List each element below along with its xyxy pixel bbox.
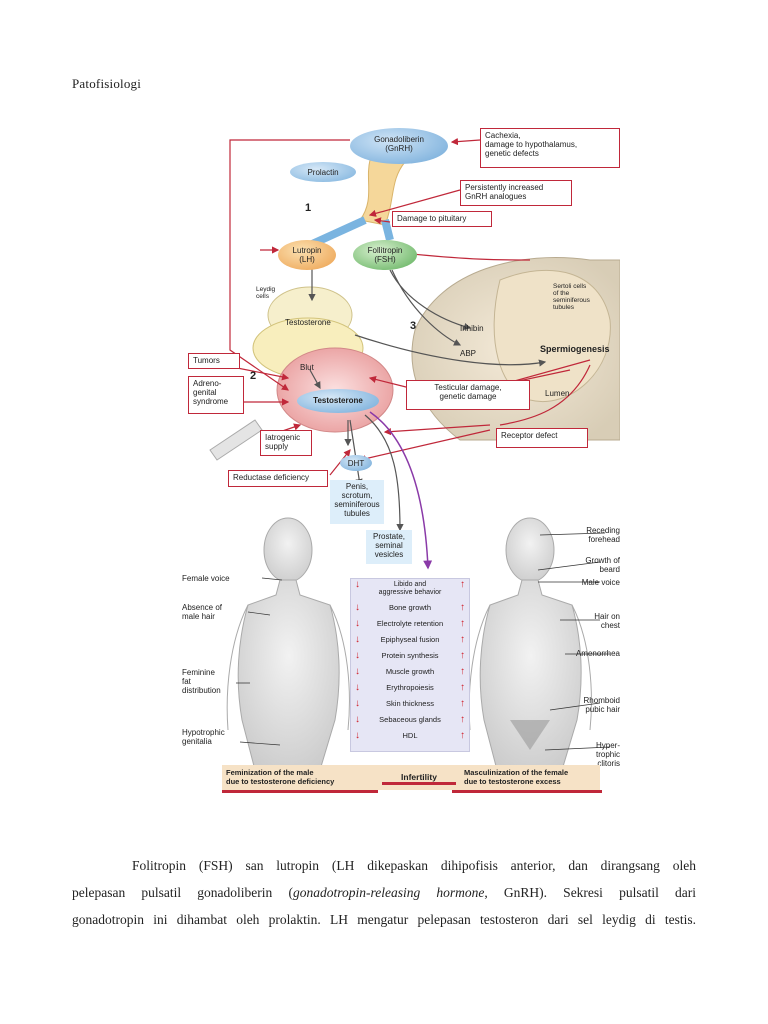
effect-row: ↓Erythropoiesis↑ bbox=[351, 680, 469, 696]
male-body-figure bbox=[227, 518, 349, 770]
defect-receptor: Receptor defect bbox=[496, 428, 588, 448]
footer-feminization: Feminization of the male due to testoste… bbox=[222, 765, 378, 790]
defect-pituitary: Damage to pituitary bbox=[392, 211, 492, 227]
defect-testicular: Testicular damage, genetic damage bbox=[406, 380, 530, 410]
footer-underline-center bbox=[382, 782, 456, 785]
defect-iatrogenic: Iatrogenic supply bbox=[260, 430, 312, 456]
female-label-rhomboid: Rhomboid pubic hair bbox=[550, 696, 620, 714]
effect-row: ↓Muscle growth↑ bbox=[351, 664, 469, 680]
blood-label: Blut bbox=[300, 363, 314, 372]
leydig-label: Leydig cells bbox=[256, 286, 275, 300]
footer-masculinization: Masculinization of the female due to tes… bbox=[460, 765, 600, 790]
female-label-amenorrhea: Amenorrhea bbox=[550, 649, 620, 658]
footer-underline-right bbox=[452, 790, 602, 793]
effect-row: ↓HDL↑ bbox=[351, 728, 469, 744]
spermiogenesis-label: Spermiogenesis bbox=[540, 345, 610, 354]
female-label-male-voice: Male voice bbox=[550, 578, 620, 587]
testosterone-cell-label: Testosterone bbox=[285, 318, 331, 327]
lutropin-label: Lutropin (LH) bbox=[293, 246, 322, 264]
paragraph-line-3: gonadotropin ini dihambat oleh prolaktin… bbox=[72, 906, 696, 933]
effect-row: ↓Sebaceous glands↑ bbox=[351, 712, 469, 728]
abp-label: ABP bbox=[460, 349, 476, 358]
defect-reductase: Reductase deficiency bbox=[228, 470, 328, 487]
sertoli-label: Sertoli cells of the seminiferous tubule… bbox=[553, 283, 590, 311]
effect-row: ↓Protein synthesis↑ bbox=[351, 648, 469, 664]
step-number-1: 1 bbox=[305, 202, 311, 214]
defect-adrenogenital: Adreno- genital syndrome bbox=[188, 376, 244, 414]
inhibin-label: Inhibin bbox=[460, 324, 484, 333]
defect-gnrh-analogues: Persistently increased GnRH analogues bbox=[460, 180, 572, 206]
prostate-targets-label: Prostate, seminal vesicles bbox=[373, 532, 405, 559]
male-label-hypotrophic: Hypotrophic genitalia bbox=[182, 728, 225, 746]
step-number-2: 2 bbox=[250, 370, 256, 382]
male-label-absence-hair: Absence of male hair bbox=[182, 603, 222, 621]
male-label-feminine-fat: Feminine fat distribution bbox=[182, 668, 221, 695]
paragraph-line-1: Folitropin (FSH) san lutropin (LH dikepa… bbox=[72, 852, 696, 879]
female-label-beard: Growth of beard bbox=[550, 556, 620, 574]
dht-targets-label: Penis, scrotum, seminiferous tubules bbox=[334, 482, 379, 518]
testosterone-effects-panel: ↓Libido and aggressive behavior↑ ↓Bone g… bbox=[350, 578, 470, 752]
lumen-label: Lumen bbox=[545, 389, 569, 398]
female-label-hair-chest: Hair on chest bbox=[550, 612, 620, 630]
page-heading: Patofisiologi bbox=[72, 76, 141, 92]
prolactin-label: Prolactin bbox=[307, 168, 338, 177]
step-number-3: 3 bbox=[410, 320, 416, 332]
gnrh-label: Gonadoliberin (GnRH) bbox=[374, 135, 424, 153]
testosterone-pathophysiology-figure: Gonadoliberin (GnRH) Prolactin Lutropin … bbox=[170, 120, 620, 800]
defect-cachexia: Cachexia, damage to hypothalamus, geneti… bbox=[480, 128, 620, 168]
paragraph-line-2: pelepasan pulsatil gonadoliberin (gonado… bbox=[72, 879, 696, 906]
effect-row: ↓Bone growth↑ bbox=[351, 600, 469, 616]
body-paragraph: Folitropin (FSH) san lutropin (LH dikepa… bbox=[72, 852, 696, 933]
female-label-clitoris: Hyper- trophic clitoris bbox=[550, 741, 620, 768]
male-label-female-voice: Female voice bbox=[182, 574, 230, 583]
fsh-release-arrow bbox=[385, 220, 390, 240]
footer-infertility: Infertility bbox=[378, 765, 460, 790]
testosterone-blood-label: Testosterone bbox=[313, 396, 363, 405]
effect-row: ↓Epiphyseal fusion↑ bbox=[351, 632, 469, 648]
defect-tumors: Tumors bbox=[188, 353, 240, 369]
footer-underline-left bbox=[222, 790, 378, 793]
effect-row: ↓Libido and aggressive behavior↑ bbox=[351, 581, 469, 597]
dht-label: DHT bbox=[348, 459, 364, 468]
female-label-receding: Receding forehead bbox=[550, 526, 620, 544]
effect-row: ↓Skin thickness↑ bbox=[351, 696, 469, 712]
follitropin-label: Follitropin (FSH) bbox=[368, 246, 403, 264]
effect-row: ↓Electrolyte retention↑ bbox=[351, 616, 469, 632]
syringe-shape bbox=[210, 420, 262, 460]
